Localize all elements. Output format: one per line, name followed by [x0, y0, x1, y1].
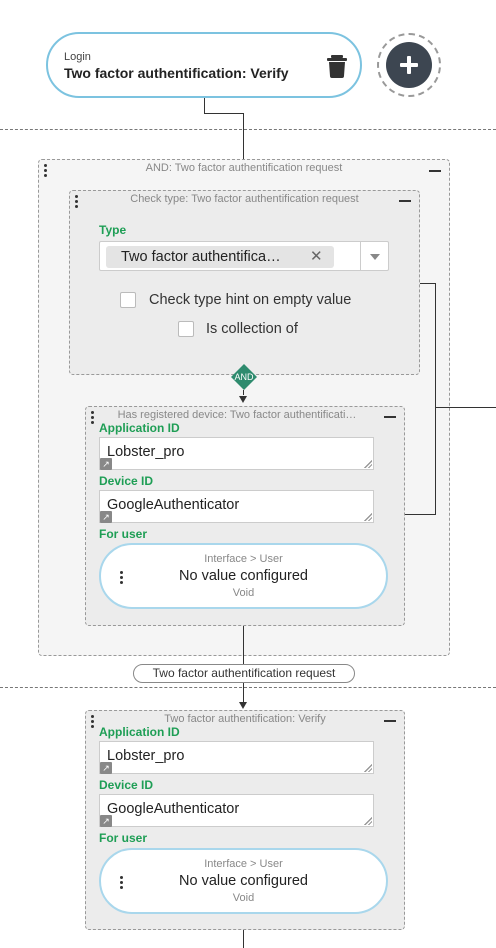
connector-line — [405, 514, 436, 515]
device-id-label: Device ID — [99, 778, 154, 792]
lane-divider — [0, 129, 496, 130]
resize-handle-icon[interactable] — [364, 513, 372, 521]
kebab-icon[interactable] — [119, 571, 125, 585]
is-collection-label: Is collection of — [206, 321, 298, 337]
app-id-value: Lobster_pro — [107, 748, 185, 764]
registered-device-title: Has registered device: Two factor authen… — [117, 409, 357, 421]
hint-empty-label: Check type hint on empty value — [149, 292, 352, 308]
connector-line — [243, 626, 244, 664]
and-group-title: AND: Two factor authentification request — [145, 162, 343, 174]
for-user-label: For user — [99, 831, 148, 845]
minus-icon[interactable] — [399, 200, 411, 202]
login-node-title: Two factor authentification: Verify — [64, 65, 289, 81]
arrow-down-icon — [239, 396, 247, 403]
connector-line — [243, 683, 244, 702]
caret-down-icon[interactable] — [370, 254, 380, 260]
app-id-field[interactable]: Lobster_pro ↗ — [99, 437, 374, 470]
close-icon[interactable]: ✕ — [310, 248, 323, 265]
device-id-value: GoogleAuthenticator — [107, 497, 240, 513]
connector-line — [204, 113, 244, 114]
link-icon[interactable]: ↗ — [100, 511, 112, 523]
kebab-icon[interactable] — [90, 715, 96, 729]
add-node-area — [377, 33, 441, 97]
plus-icon — [400, 56, 418, 74]
link-icon[interactable]: ↗ — [100, 762, 112, 774]
edge-label[interactable]: Two factor authentification request — [133, 664, 355, 683]
kebab-icon[interactable] — [90, 411, 96, 425]
app-id-label: Application ID — [99, 725, 180, 739]
and-badge-text: AND — [234, 372, 254, 382]
app-id-value: Lobster_pro — [107, 444, 185, 460]
user-crumb: Interface > User — [204, 858, 283, 870]
device-id-field[interactable]: GoogleAuthenticator ↗ — [99, 490, 374, 523]
resize-handle-icon[interactable] — [364, 460, 372, 468]
connector-line — [243, 930, 244, 948]
select-divider — [360, 242, 361, 270]
connector-line — [420, 283, 436, 284]
minus-icon[interactable] — [429, 170, 441, 172]
device-id-value: GoogleAuthenticator — [107, 801, 240, 817]
device-id-label: Device ID — [99, 474, 154, 488]
connector-line — [435, 407, 496, 408]
device-id-field[interactable]: GoogleAuthenticator ↗ — [99, 794, 374, 827]
minus-icon[interactable] — [384, 720, 396, 722]
user-crumb: Interface > User — [204, 553, 283, 565]
kebab-icon[interactable] — [43, 164, 49, 178]
for-user-label: For user — [99, 527, 148, 541]
app-id-field[interactable]: Lobster_pro ↗ — [99, 741, 374, 774]
app-id-label: Application ID — [99, 421, 180, 435]
connector-line — [435, 283, 436, 515]
resize-handle-icon[interactable] — [364, 764, 372, 772]
is-collection-checkbox[interactable] — [178, 321, 194, 337]
user-type: Void — [232, 892, 255, 904]
user-type: Void — [232, 587, 255, 599]
connector-line — [243, 113, 244, 179]
for-user-value-node[interactable]: Interface > User No value configured Voi… — [99, 848, 388, 914]
connector-line — [204, 98, 205, 113]
and-operator-badge: AND — [231, 364, 257, 390]
kebab-icon[interactable] — [74, 195, 80, 209]
arrow-down-icon — [239, 702, 247, 709]
user-value: No value configured — [179, 568, 308, 584]
login-node[interactable]: Login Two factor authentification: Verif… — [46, 32, 362, 98]
hint-empty-checkbox[interactable] — [120, 292, 136, 308]
check-type-title: Check type: Two factor authentification … — [130, 193, 359, 205]
link-icon[interactable]: ↗ — [100, 815, 112, 827]
kebab-icon[interactable] — [119, 876, 125, 890]
login-node-label: Login — [64, 51, 91, 63]
user-value: No value configured — [179, 873, 308, 889]
type-select[interactable]: Two factor authentifica… ✕ — [99, 241, 389, 271]
lane-divider — [0, 687, 496, 688]
connector-line — [243, 390, 244, 395]
type-chip-value: Two factor authentifica… — [121, 249, 281, 265]
trash-icon[interactable] — [326, 54, 348, 78]
resize-handle-icon[interactable] — [364, 817, 372, 825]
link-icon[interactable]: ↗ — [100, 458, 112, 470]
minus-icon[interactable] — [384, 416, 396, 418]
check-type-group[interactable]: Check type: Two factor authentification … — [69, 190, 420, 375]
type-label: Type — [99, 223, 127, 237]
add-node-button[interactable] — [386, 42, 432, 88]
verify-title: Two factor authentification: Verify — [164, 713, 326, 725]
for-user-value-node[interactable]: Interface > User No value configured Voi… — [99, 543, 388, 609]
type-chip: Two factor authentifica… ✕ — [106, 246, 334, 268]
